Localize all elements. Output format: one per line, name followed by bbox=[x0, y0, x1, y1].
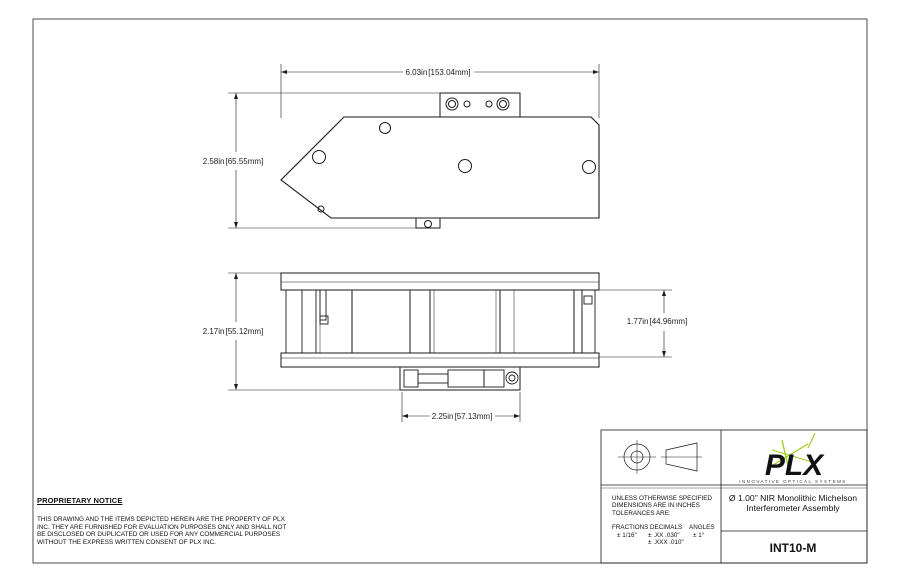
top-view bbox=[228, 64, 600, 229]
sheet-border bbox=[32, 18, 868, 564]
base-width-dim: 2.25in[57.13mm] bbox=[432, 412, 493, 421]
proprietary-notice-title: PROPRIETARY NOTICE bbox=[37, 496, 123, 505]
front-view bbox=[228, 272, 672, 422]
top-height-dim: 2.58in[65.55mm] bbox=[203, 157, 264, 166]
projection-symbol-icon bbox=[618, 440, 702, 474]
drawing-description: Ø 1.00" NIR Monolithic Michelson Interfe… bbox=[728, 493, 858, 513]
title-block bbox=[600, 429, 868, 564]
decimals-xx: ± .XX .030" bbox=[648, 532, 680, 539]
fractions-label: FRACTIONS bbox=[612, 524, 649, 531]
decimals-xxx: ± .XXX .010" bbox=[648, 539, 684, 546]
angles-label: ANGLES bbox=[689, 524, 715, 531]
svg-text:PLX: PLX bbox=[765, 449, 825, 482]
plx-logo: PLX bbox=[765, 432, 825, 482]
fractions-value: ± 1/16" bbox=[617, 532, 637, 539]
part-number: INT10-M bbox=[769, 541, 817, 555]
front-height-dim: 2.17in[55.12mm] bbox=[203, 327, 264, 336]
decimals-label: DECIMALS bbox=[650, 524, 683, 531]
front-inner-height-dim: 1.77in[44.96mm] bbox=[627, 317, 688, 326]
proprietary-notice-body: THIS DRAWING AND THE ITEMS DEPICTED HERE… bbox=[37, 516, 287, 546]
tolerance-heading: UNLESS OTHERWISE SPECIFIED DIMENSIONS AR… bbox=[612, 495, 712, 517]
top-width-dim: 6.03in[153.04mm] bbox=[405, 68, 470, 77]
angles-value: ± 1° bbox=[693, 532, 705, 539]
logo-tagline: INNOVATIVE OPTICAL SYSTEMS bbox=[739, 479, 847, 484]
